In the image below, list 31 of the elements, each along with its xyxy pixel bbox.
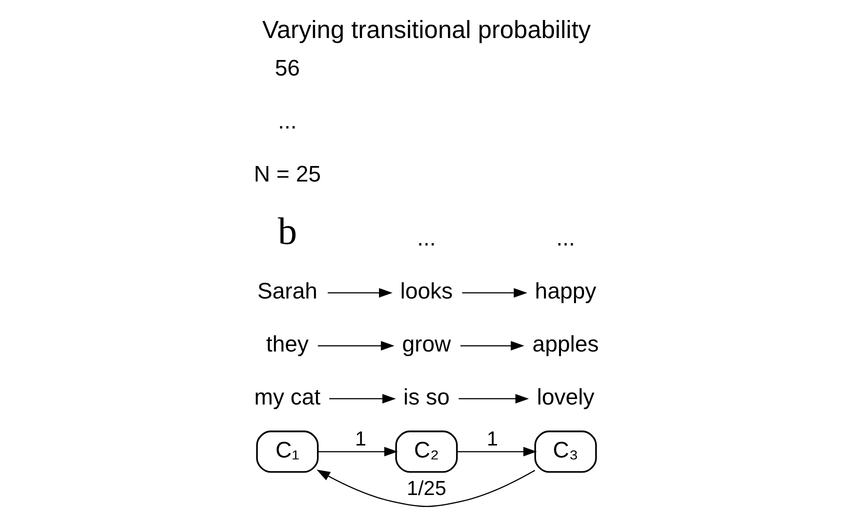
node-text: looks xyxy=(400,278,453,303)
node-text: apples xyxy=(532,330,599,356)
arrow xyxy=(318,446,398,456)
arrow xyxy=(462,288,528,298)
node-text: is so xyxy=(403,384,450,409)
label: N = 25 xyxy=(254,160,321,186)
arrow xyxy=(460,340,524,350)
label: ... xyxy=(556,225,575,250)
node-text: lovely xyxy=(536,384,594,409)
node-text: Sarah xyxy=(257,278,318,303)
arrow xyxy=(458,393,529,403)
arrow xyxy=(456,446,537,456)
edge-label: 1/25 xyxy=(406,477,446,500)
arrow xyxy=(318,340,394,350)
edge-label: 1 xyxy=(354,428,366,450)
node-box: C₃ xyxy=(534,430,597,472)
arrow xyxy=(329,393,396,403)
label: ... xyxy=(417,225,436,250)
label: 56 xyxy=(274,54,300,80)
arrow xyxy=(316,469,536,507)
node-box: C₂ xyxy=(395,430,458,472)
edge-label: 1 xyxy=(486,428,498,450)
label: b xyxy=(278,210,297,253)
arrow xyxy=(328,288,392,298)
diagram-title: Varying transitional probability xyxy=(262,16,591,44)
node-text: my cat xyxy=(254,384,321,409)
node-text: happy xyxy=(534,278,596,303)
node-box: C₁ xyxy=(256,430,319,472)
node-text: grow xyxy=(402,330,451,356)
node-text: they xyxy=(266,330,309,356)
label: ... xyxy=(278,108,297,133)
